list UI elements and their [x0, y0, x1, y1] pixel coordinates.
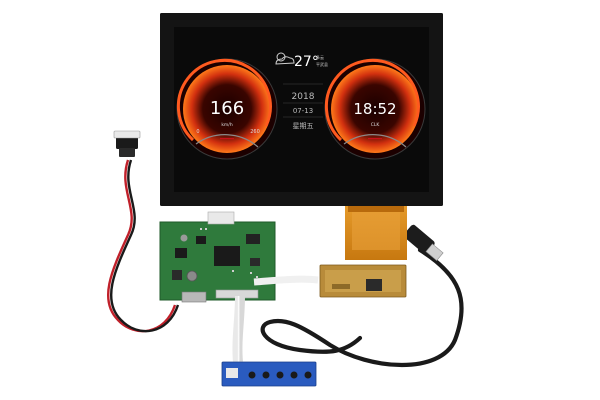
left-gauge-max: 260: [250, 129, 260, 135]
weather-location: 平武县: [316, 61, 328, 67]
fpc-flex-cable: [345, 206, 407, 260]
left-gauge-unit: km/h: [221, 122, 233, 128]
partly-cloudy-icon: [275, 52, 295, 65]
main-chip: [214, 246, 240, 266]
clock-unit: CLK: [371, 122, 381, 128]
right-gauge: 18:52 CLK: [324, 58, 426, 160]
usb-cable: [260, 247, 464, 367]
pcb-top-connector: [207, 211, 235, 225]
weather-widget: 27° 多云 平武县: [275, 52, 328, 70]
date-widget: 2018 07-13 星期五: [283, 83, 323, 130]
keypad-button: [304, 371, 312, 379]
left-gauge: 166 km/h 0 260: [176, 58, 278, 160]
keypad-button: [248, 371, 256, 379]
keypad-button: [290, 371, 298, 379]
date-month-day: 07-13: [293, 107, 313, 115]
ribbon-cable: [232, 275, 319, 363]
weather-condition: 多云: [316, 54, 324, 60]
date-year: 2018: [292, 92, 315, 102]
usb-plug: [403, 224, 444, 261]
driver-pcb: [159, 211, 276, 303]
keypad-board: [221, 361, 317, 387]
hdmi-port: [181, 291, 207, 303]
left-gauge-min: 0: [196, 129, 199, 135]
power-wire: [107, 159, 180, 333]
left-gauge-value: 166: [210, 98, 244, 119]
adapter-board: [319, 264, 407, 298]
clock-value: 18:52: [353, 100, 396, 118]
lcd-display: 166 km/h 0 260 27° 多云 平武县 2018 07-13 星期五: [160, 13, 443, 206]
keypad-button: [262, 371, 270, 379]
date-weekday: 星期五: [293, 122, 314, 130]
left-gauge-arc: [176, 58, 272, 142]
temperature: 27°: [294, 54, 319, 70]
keypad-button: [276, 371, 284, 379]
power-connector: [113, 130, 141, 157]
right-gauge-arc: [324, 58, 420, 142]
